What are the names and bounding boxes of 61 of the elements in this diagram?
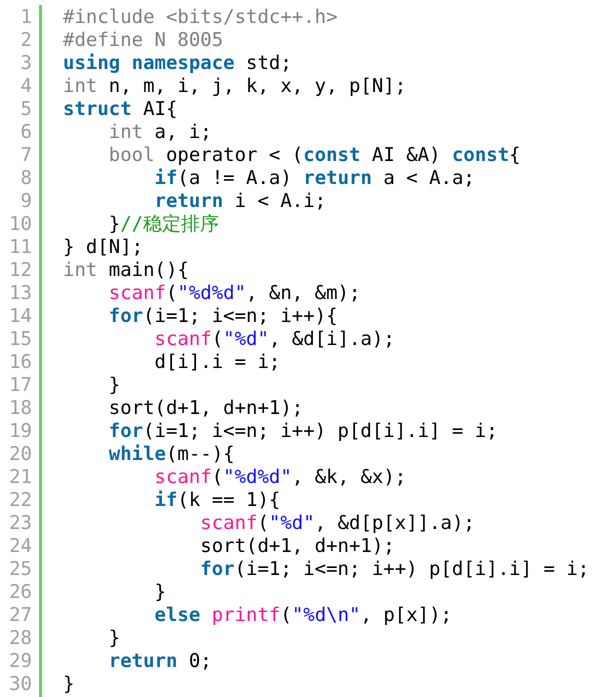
- line-number: 8: [20, 167, 32, 190]
- code-line: sort(d+1, d+n+1);: [200, 535, 395, 557]
- code-line: for(i=1; i<=n; i++){: [108, 305, 338, 327]
- line-number: 26: [8, 581, 32, 604]
- code-line: using namespace std;: [63, 52, 292, 74]
- line-number: 5: [20, 98, 32, 121]
- code-line: sort(d+1, d+n+1);: [108, 397, 304, 419]
- code-line: bool operator < (const AI &A) const{: [108, 144, 521, 166]
- line-number: 4: [20, 75, 32, 98]
- line-number: 21: [8, 466, 32, 489]
- code-line: scanf("%d%d", &k, &x);: [154, 466, 406, 488]
- code-line: struct AI{: [63, 98, 178, 120]
- line-number: 27: [8, 604, 32, 627]
- line-number: 29: [8, 650, 32, 673]
- code-line: scanf("%d", &d[p[x]].a);: [200, 512, 475, 534]
- line-number: 10: [8, 213, 32, 236]
- code-line: scanf("%d%d", &n, &m);: [108, 282, 360, 304]
- line-number: 1: [20, 6, 32, 29]
- line-number: 22: [8, 489, 32, 512]
- code-line: }: [63, 673, 74, 695]
- code-line: for(i=1; i<=n; i++) p[d[i].i] = i;: [108, 420, 498, 442]
- code-line: if(k == 1){: [154, 489, 280, 511]
- code-line: while(m--){: [108, 443, 235, 465]
- code-line: scanf("%d", &d[i].a);: [154, 328, 395, 350]
- line-number: 30: [8, 673, 32, 696]
- code-line: #include <bits/stdc++.h>: [63, 6, 338, 28]
- code-line: #define N 8005: [63, 29, 224, 51]
- line-number: 18: [8, 397, 32, 420]
- code-line: int n, m, i, j, k, x, y, p[N];: [63, 75, 406, 97]
- code-line: return 0;: [108, 650, 212, 672]
- code-line: } d[N];: [63, 236, 144, 258]
- line-number: 15: [8, 328, 32, 351]
- line-number: 9: [20, 190, 32, 213]
- code-line: }: [108, 213, 120, 235]
- code-line: int main(){: [63, 259, 189, 281]
- code-comment: //稳定排序: [120, 213, 220, 235]
- line-number: 3: [20, 52, 32, 75]
- line-number: 19: [8, 420, 32, 443]
- code-line: }: [108, 627, 120, 649]
- code-line: return i < A.i;: [154, 190, 326, 212]
- line-number: 7: [20, 144, 32, 167]
- code-line: d[i].i = i;: [154, 351, 280, 373]
- line-number: 11: [8, 236, 32, 259]
- line-number: 16: [8, 351, 32, 374]
- line-number: 12: [8, 259, 32, 282]
- line-number: 25: [8, 558, 32, 581]
- line-number: 14: [8, 305, 32, 328]
- code-line: if(a != A.a) return a < A.a;: [154, 167, 475, 189]
- line-number: 17: [8, 374, 32, 397]
- line-number: 2: [20, 29, 32, 52]
- code-line: int a, i;: [108, 121, 212, 143]
- line-number: 20: [8, 443, 32, 466]
- line-number: 23: [8, 512, 32, 535]
- code-line: }: [108, 374, 120, 396]
- line-number: 24: [8, 535, 32, 558]
- code-line: for(i=1; i<=n; i++) p[d[i].i] = i;: [200, 558, 590, 580]
- code-line: }: [154, 581, 166, 603]
- line-number: 28: [8, 627, 32, 650]
- line-number: 13: [8, 282, 32, 305]
- line-number: 6: [20, 121, 32, 144]
- code-line: else printf("%d\n", p[x]);: [154, 604, 452, 626]
